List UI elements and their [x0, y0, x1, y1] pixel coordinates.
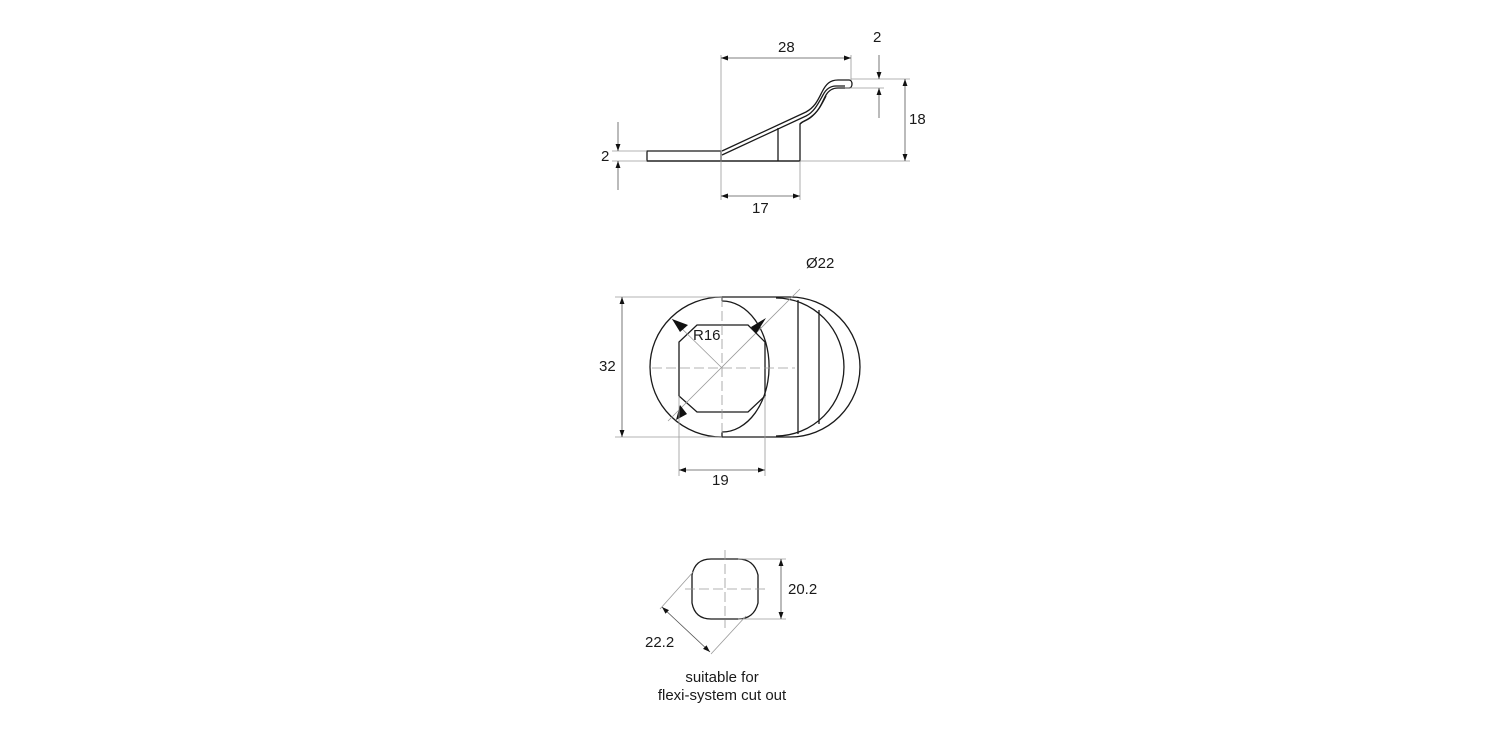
cutout-view: 20.2 22.2 suitable for flexi-system cut … [645, 550, 817, 704]
dim-17-label: 17 [752, 200, 769, 217]
base-plate [646, 150, 722, 162]
bracket-body [721, 79, 853, 162]
cutout-note-line2: flexi-system cut out [658, 687, 787, 704]
dim-18-label: 18 [909, 111, 926, 128]
cutout-note-line1: suitable for [685, 669, 758, 686]
outer-inner-arc [775, 297, 845, 437]
outer-top-edge [722, 296, 861, 438]
diameter-leader [667, 288, 801, 422]
dim-20-2-label: 20.2 [788, 581, 817, 598]
front-view: 32 19 Ø22 R16 [599, 255, 861, 489]
bracket-inner-line [721, 85, 845, 156]
inner-ring [721, 300, 770, 433]
dim-diameter-label: Ø22 [806, 255, 834, 272]
dim-radius-label: R16 [693, 327, 721, 344]
side-view: 28 2 18 2 17 [601, 29, 926, 217]
dim-22-2-label: 22.2 [645, 634, 674, 651]
bracket-fold [799, 95, 827, 125]
dim-32-label: 32 [599, 358, 616, 375]
dim-19-label: 19 [712, 472, 729, 489]
dim-lip-2-label: 2 [873, 29, 881, 46]
dim-base-2-label: 2 [601, 148, 609, 165]
dim-28-label: 28 [778, 39, 795, 56]
outer-contour [649, 296, 723, 438]
